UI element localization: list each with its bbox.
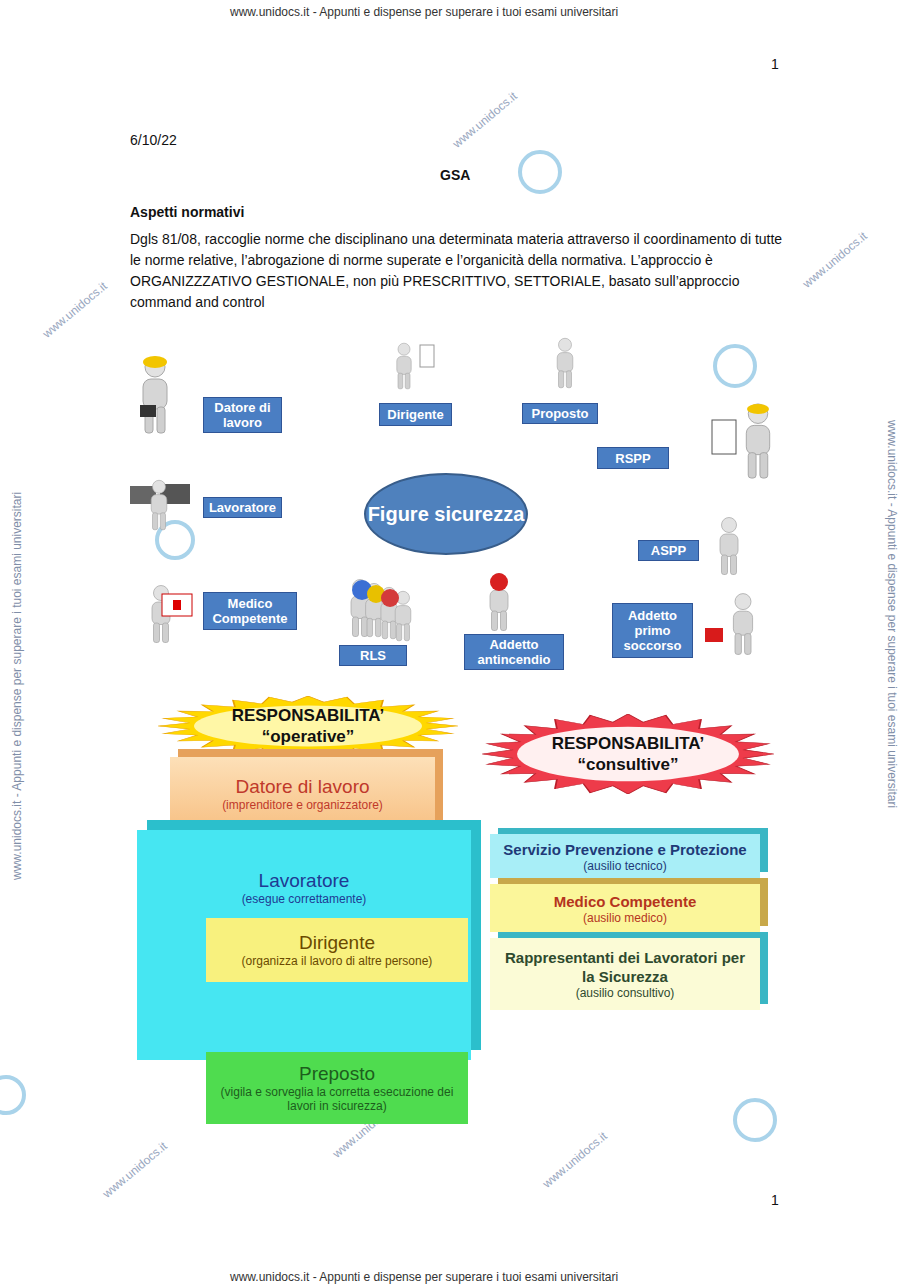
page-number: 1 xyxy=(771,1192,779,1208)
node-title: Figure sicurezza xyxy=(368,503,525,526)
center-ellipse: Figure sicurezza xyxy=(364,473,528,555)
node-title: RESPONSABILITA’ “consultive” xyxy=(537,733,718,775)
level-box: Datore di lavoro(imprenditore e organizz… xyxy=(170,757,435,831)
node-title: Datore di lavoro xyxy=(235,776,369,798)
node-title: Lavoratore xyxy=(209,500,276,515)
node-title: Addetto antincendio xyxy=(469,637,559,667)
role-box: Addetto antincendio xyxy=(464,634,564,670)
starburst: RESPONSABILITA’ “consultive” xyxy=(482,714,774,794)
diagonal-watermark: www.unidocs.it xyxy=(540,1129,610,1191)
node-title: Dirigente xyxy=(299,932,375,954)
node-title: RLS xyxy=(360,648,386,663)
footer-watermark: www.unidocs.it - Appunti e dispense per … xyxy=(230,1270,618,1284)
role-box: Proposto xyxy=(522,403,598,424)
section-heading: Aspetti normativi xyxy=(130,204,244,220)
node-title: RSPP xyxy=(615,451,650,466)
node-title: RESPONSABILITA’ “operative” xyxy=(215,705,401,747)
date: 6/10/22 xyxy=(130,132,177,148)
header-watermark: www.unidocs.it - Appunti e dispense per … xyxy=(230,5,618,19)
role-box: Lavoratore xyxy=(203,497,282,518)
side-watermark: www.unidocs.it - Appunti e dispense per … xyxy=(885,420,899,808)
page-number: 1 xyxy=(771,56,779,72)
node-title: Medico Competente xyxy=(554,892,697,911)
node-subtitle: (ausilio tecnico) xyxy=(583,859,666,873)
starburst-shape xyxy=(158,696,458,756)
consult-box: Rappresentanti dei Lavoratori per la Sic… xyxy=(490,938,760,1010)
starburst-shape xyxy=(482,714,774,794)
watermark-logos xyxy=(0,152,775,1140)
role-box: Dirigente xyxy=(379,403,452,426)
diagonal-watermark: www.unidocs.it xyxy=(450,89,520,151)
node-title: Preposto xyxy=(299,1063,375,1085)
node-title: Medico Competente xyxy=(208,596,292,626)
role-box: RSPP xyxy=(597,447,669,469)
node-title: ASPP xyxy=(651,543,686,558)
node-title: Addetto primo soccorso xyxy=(617,608,688,653)
node-title: Dirigente xyxy=(387,407,443,422)
side-watermark: www.unidocs.it - Appunti e dispense per … xyxy=(10,492,24,880)
node-title: Rappresentanti dei Lavoratori per la Sic… xyxy=(498,948,752,986)
starburst: RESPONSABILITA’ “operative” xyxy=(158,696,458,756)
node-title: Servizio Prevenzione e Protezione xyxy=(503,840,746,859)
node-subtitle: (esegue correttamente) xyxy=(242,892,367,906)
node-subtitle: (vigila e sorveglia la corretta esecuzio… xyxy=(214,1085,460,1113)
consult-box: Medico Competente(ausilio medico) xyxy=(490,884,760,932)
diagonal-watermark: www.unidocs.it xyxy=(800,229,870,291)
page-title: GSA xyxy=(440,167,470,183)
node-subtitle: (imprenditore e organizzatore) xyxy=(222,798,383,812)
role-box: Addetto primo soccorso xyxy=(612,603,693,658)
paragraph: Dgls 81/08, raccoglie norme che discipli… xyxy=(130,229,795,313)
node-subtitle: (ausilio consultivo) xyxy=(576,986,675,1000)
level-box: Lavoratore(esegue correttamente) Dirigent… xyxy=(137,830,471,1060)
diagonal-watermark: www.unidocs.it xyxy=(100,1139,170,1201)
role-box: ASPP xyxy=(638,540,699,561)
node-subtitle: (ausilio medico) xyxy=(583,911,667,925)
node-title: Lavoratore xyxy=(259,870,350,892)
level-box: Preposto(vigila e sorveglia la corretta … xyxy=(206,1052,468,1124)
node-subtitle: (organizza il lavoro di altre persone) xyxy=(242,954,433,968)
diagonal-watermark: www.unidocs.it xyxy=(40,279,110,341)
node-title: Proposto xyxy=(531,406,588,421)
role-box: Medico Competente xyxy=(203,592,297,630)
node-title: Datore di lavoro xyxy=(208,400,277,430)
consult-box: Servizio Prevenzione e Protezione(ausili… xyxy=(490,834,760,878)
level-box: Dirigente(organizza il lavoro di altre p… xyxy=(206,918,468,982)
role-box: RLS xyxy=(339,645,407,666)
role-box: Datore di lavoro xyxy=(203,397,282,433)
